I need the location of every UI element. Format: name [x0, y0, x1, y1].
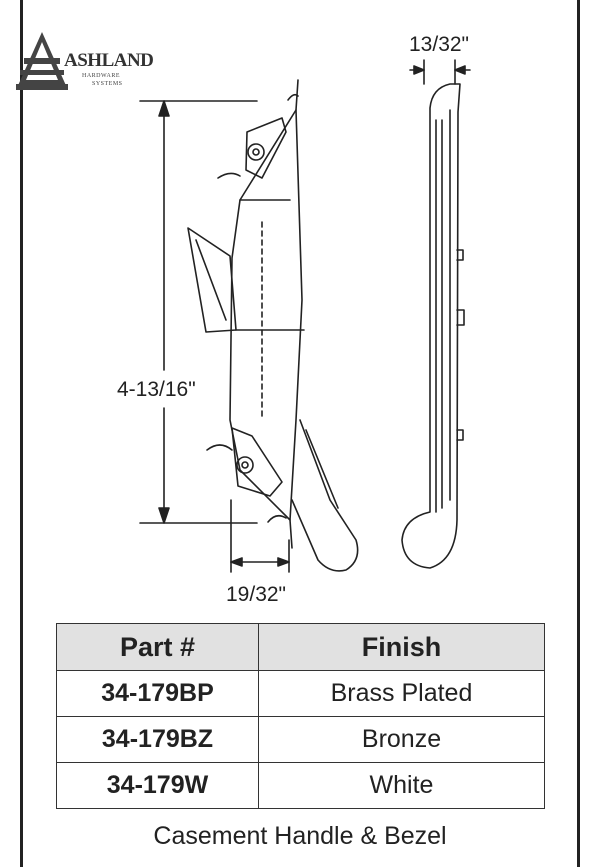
table-row: 34-179BZ Bronze — [56, 716, 545, 763]
arrow-up-icon — [158, 100, 170, 117]
arrow-in-left-icon — [454, 65, 466, 75]
finish-cell: Bronze — [258, 716, 545, 763]
arrow-left-icon — [230, 557, 243, 567]
parts-table: Part # Finish 34-179BP Brass Plated 34-1… — [56, 623, 545, 809]
arrow-down-icon — [158, 507, 170, 524]
table-row: 34-179W White — [56, 762, 545, 809]
ashland-logo: ASHLAND HARDWARE SYSTEMS — [14, 28, 164, 98]
finish-cell: Brass Plated — [258, 670, 545, 717]
arrow-in-right-icon — [413, 65, 425, 75]
part-number-cell: 34-179W — [56, 762, 259, 809]
table-row: 34-179BP Brass Plated — [56, 670, 545, 717]
arrow-right-icon — [277, 557, 290, 567]
header-finish: Finish — [258, 623, 545, 671]
page-frame — [20, 0, 580, 867]
dimension-depth-label: 13/32" — [409, 33, 470, 56]
handle-side-view — [401, 83, 465, 569]
handle-front-view — [187, 79, 359, 572]
part-number-cell: 34-179BZ — [56, 716, 259, 763]
table-header-row: Part # Finish — [56, 623, 545, 671]
product-caption: Casement Handle & Bezel — [153, 822, 447, 850]
dimension-height-label: 4-13/16" — [117, 378, 196, 401]
dimension-width-label: 19/32" — [226, 583, 287, 606]
logo-subtitle-2: SYSTEMS — [92, 81, 123, 87]
handle-technical-drawing — [139, 59, 471, 573]
part-number-cell: 34-179BP — [56, 670, 259, 717]
finish-cell: White — [258, 762, 545, 809]
logo-triangle-icon — [16, 32, 68, 90]
logo-subtitle-1: HARDWARE — [82, 73, 120, 79]
header-part-number: Part # — [56, 623, 259, 671]
logo-wordmark: ASHLAND — [64, 50, 154, 71]
